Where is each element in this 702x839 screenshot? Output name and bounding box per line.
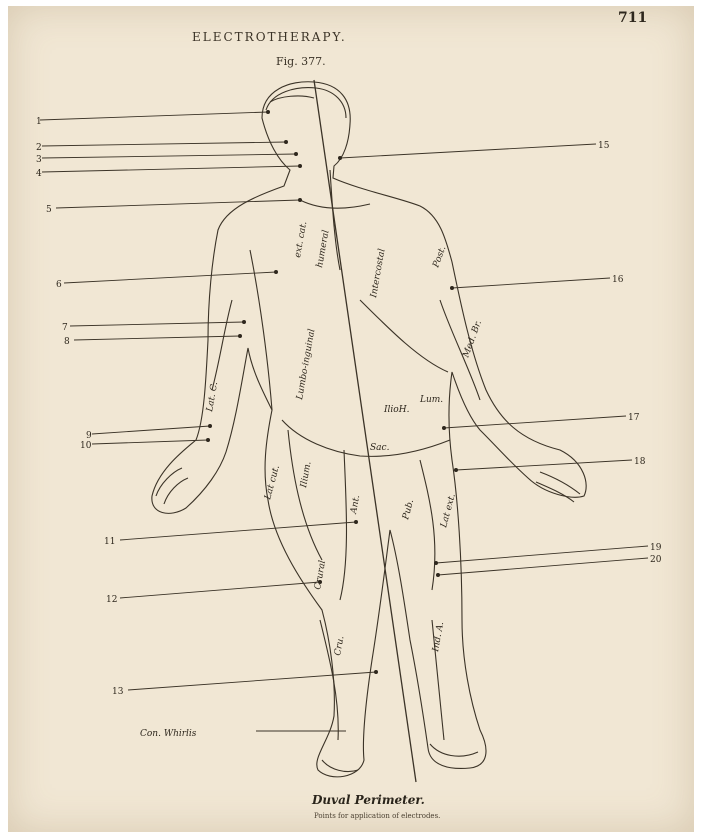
region-sac: Sac. <box>370 443 390 453</box>
point-label-8: 8 <box>64 337 70 347</box>
region-med-br: Med. Br. <box>461 319 484 360</box>
point-label-10: 10 <box>80 441 92 451</box>
region-crural: Crural <box>313 560 328 591</box>
point-label-20: 20 <box>650 555 662 565</box>
point-label-12: 12 <box>106 595 117 605</box>
figure-caption-title: Duval Perimeter. <box>312 793 425 807</box>
region-ant: Ant. <box>349 494 362 515</box>
point-label-15: 15 <box>598 141 610 151</box>
region-humeral: humeral <box>315 229 331 268</box>
point-label-18: 18 <box>634 457 646 467</box>
point-label-2: 2 <box>36 143 42 153</box>
point-label-7: 7 <box>62 323 68 333</box>
point-label-1: 1 <box>36 117 42 127</box>
point-label-13: 13 <box>112 687 124 697</box>
region-ext-cat: ext. cat. <box>293 221 309 259</box>
region-ilioh: IlioH. <box>383 405 410 415</box>
point-label-11: 11 <box>104 537 115 547</box>
region-lumbo-inguinal: Lumbo-inguinal <box>295 328 317 401</box>
footnote-label: Con. Whirlis <box>140 729 197 739</box>
region-cru: Cru. <box>333 635 346 656</box>
point-label-19: 19 <box>650 543 662 553</box>
point-label-6: 6 <box>56 280 62 290</box>
region-ilium: Ilium. <box>299 461 314 490</box>
point-label-3: 3 <box>36 155 42 165</box>
point-label-4: 4 <box>36 169 42 179</box>
region-intercostal: Intercostal <box>369 248 388 300</box>
figure-caption-subtitle: Points for application of electrodes. <box>314 812 440 820</box>
region-post: Post. <box>431 245 448 270</box>
region-ind-a: Ind. A. <box>431 621 446 654</box>
region-lum: Lum. <box>419 395 443 405</box>
region-lat-c: Lat. C. <box>205 381 220 414</box>
region-lat-ext: Lat ext. <box>439 493 458 530</box>
point-label-17: 17 <box>628 413 640 423</box>
point-label-16: 16 <box>612 275 624 285</box>
region-pub: Pub. <box>401 498 416 521</box>
point-label-9: 9 <box>86 431 92 441</box>
point-label-5: 5 <box>46 205 52 215</box>
